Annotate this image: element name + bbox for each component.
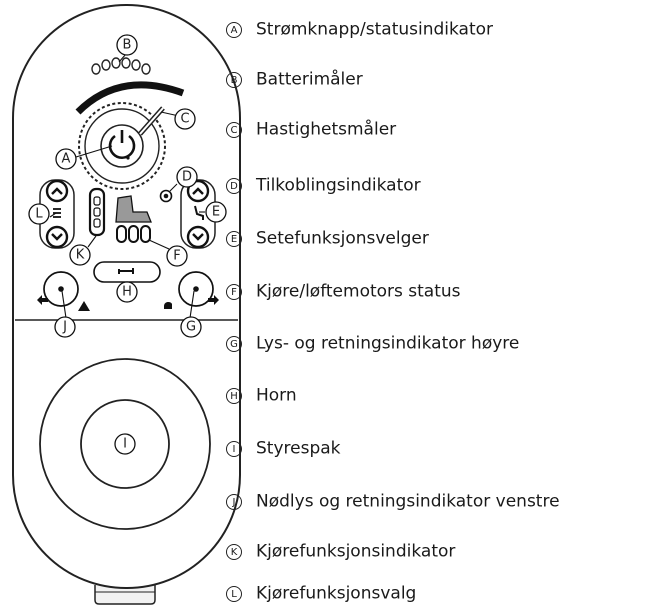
callout-k: K <box>69 244 91 266</box>
svg-text:D: D <box>182 170 192 185</box>
legend-text: Horn <box>256 385 297 406</box>
svg-text:J: J <box>62 320 67 335</box>
svg-text:H: H <box>122 285 132 300</box>
svg-text:F: F <box>173 249 180 264</box>
legend-text: Kjøre/løftemotors status <box>256 281 461 302</box>
callout-a: A <box>55 148 77 170</box>
legend-text: Kjørefunksjonsindikator <box>256 541 456 562</box>
seat-function-rocker[interactable] <box>180 179 216 249</box>
power-button-icon[interactable] <box>108 130 136 159</box>
legend-badge: E <box>226 230 242 247</box>
legend-item-i: I Styrespak <box>226 437 341 459</box>
legend-text: Batterimåler <box>256 69 363 90</box>
legend-badge: A <box>226 21 242 38</box>
svg-text:K: K <box>76 248 85 263</box>
svg-text:L: L <box>35 207 43 222</box>
bottom-connector <box>94 585 156 605</box>
legend-text: Strømknapp/statusindikator <box>256 19 494 40</box>
legend-badge: H <box>226 387 242 404</box>
hazard-triangle-icon <box>78 301 90 311</box>
chevron-down-icon <box>51 233 63 241</box>
speed-gauge <box>78 102 166 190</box>
drive-function-indicator <box>88 187 106 237</box>
callout-c: C <box>174 108 196 130</box>
legend-item-g: G Lys- og retningsindikator høyre <box>226 332 519 354</box>
legend-text: Setefunksjonsvelger <box>256 228 429 249</box>
left-indicator-button[interactable] <box>37 271 90 311</box>
legend: A Strømknapp/statusindikator B Batterimåle… <box>226 0 645 607</box>
legend-badge: K <box>226 543 242 560</box>
chevron-up-icon <box>192 187 204 195</box>
legend-text: Hastighetsmåler <box>256 119 397 140</box>
legend-badge: I <box>226 440 242 457</box>
callout-d: D <box>176 166 198 188</box>
seat-status-icon <box>115 195 152 223</box>
legend-text: Tilkoblingsindikator <box>256 175 421 196</box>
chevron-up-icon <box>51 187 63 195</box>
legend-badge: F <box>226 283 242 300</box>
battery-gauge <box>91 57 151 75</box>
callout-j: J <box>54 316 76 338</box>
legend-text: Styrespak <box>256 438 341 459</box>
drive-function-rocker[interactable] <box>39 179 75 249</box>
legend-item-l: L Kjørefunksjonsvalg <box>226 582 416 604</box>
legend-item-k: K Kjørefunksjonsindikator <box>226 540 455 562</box>
chevron-down-icon <box>192 233 204 241</box>
callout-i: I <box>114 433 136 455</box>
right-indicator-button[interactable] <box>164 271 219 309</box>
seat-recline-icon <box>194 205 204 220</box>
legend-badge: B <box>226 71 242 88</box>
arrow-left-icon <box>37 295 48 305</box>
legend-badge: L <box>226 585 242 602</box>
svg-text:E: E <box>212 205 220 220</box>
controller-diagram: A B C D E F G H <box>12 4 241 605</box>
legend-item-e: E Setefunksjonsvelger <box>226 227 429 249</box>
horn-icon <box>118 268 134 274</box>
callout-h: H <box>116 281 138 303</box>
svg-text:G: G <box>186 320 196 335</box>
legend-item-d: D Tilkoblingsindikator <box>226 174 421 196</box>
arrow-right-icon <box>208 295 219 305</box>
callout-l: L <box>28 203 50 225</box>
svg-text:A: A <box>62 152 71 167</box>
legend-text: Kjørefunksjonsvalg <box>256 583 417 604</box>
legend-item-h: H Horn <box>226 384 297 406</box>
legend-badge: C <box>226 121 242 138</box>
legend-badge: J <box>226 493 242 510</box>
legend-text: Lys- og retningsindikator høyre <box>256 333 520 354</box>
legend-item-a: A Strømknapp/statusindikator <box>226 18 493 40</box>
speed-arc <box>75 81 185 115</box>
menu-lines-icon <box>53 208 61 218</box>
legend-text: Nødlys og retningsindikator venstre <box>256 491 560 512</box>
headlight-icon <box>164 301 172 309</box>
callout-b: B <box>116 34 138 56</box>
legend-item-b: B Batterimåler <box>226 68 363 90</box>
svg-text:C: C <box>180 112 189 127</box>
legend-item-j: J Nødlys og retningsindikator venstre <box>226 490 560 512</box>
legend-badge: D <box>226 177 242 194</box>
svg-text:B: B <box>123 38 132 53</box>
callout-f: F <box>166 245 188 267</box>
horn-button[interactable] <box>93 261 161 283</box>
legend-item-c: C Hastighetsmåler <box>226 118 396 140</box>
callout-letters: A B C D E F G H <box>28 34 227 455</box>
status-dot <box>126 156 130 160</box>
legend-item-f: F Kjøre/løftemotors status <box>226 280 461 302</box>
callout-g: G <box>180 316 202 338</box>
legend-badge: G <box>226 335 242 352</box>
callout-e: E <box>205 201 227 223</box>
motor-status-icon <box>116 225 151 243</box>
svg-text:I: I <box>123 437 127 452</box>
